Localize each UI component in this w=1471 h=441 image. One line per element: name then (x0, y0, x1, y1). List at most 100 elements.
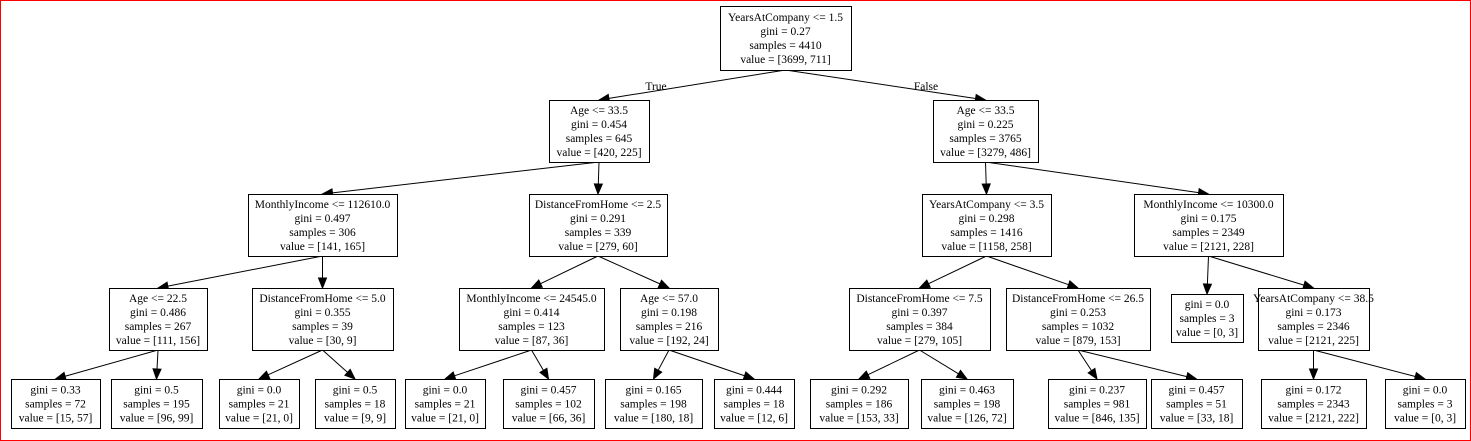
node-box (252, 288, 394, 351)
arrow-head-icon (955, 369, 969, 380)
node-line: gini = 0.497 (294, 213, 350, 225)
node-line: gini = 0.486 (130, 307, 186, 319)
arrow-head-icon (152, 368, 162, 381)
edge-line (1208, 255, 1305, 286)
node-line: value = [879, 153] (1035, 335, 1120, 347)
arrow-head-icon (1087, 367, 1098, 381)
node-line: gini = 0.457 (1168, 385, 1224, 397)
node-line: samples = 306 (289, 227, 356, 239)
node-box (1261, 379, 1367, 429)
edge-line (785, 69, 976, 100)
node-line: MonthlyIncome <= 24545.0 (466, 293, 596, 305)
node-line: samples = 198 (620, 399, 687, 411)
node-line: gini = 0.172 (1285, 385, 1341, 397)
edge-line (597, 255, 661, 285)
edge-line (668, 349, 745, 377)
node-line: gini = 0.457 (520, 385, 576, 397)
node-line: samples = 123 (498, 321, 565, 333)
node-line: samples = 39 (292, 321, 353, 333)
arrow-head-icon (652, 367, 663, 381)
node-box (849, 288, 991, 351)
node-line: value = [111, 156] (116, 335, 200, 347)
node-line: gini = 0.0 (423, 385, 468, 397)
arrow-head-icon (1066, 280, 1080, 290)
node-line: YearsAtCompany <= 38.5 (1253, 293, 1374, 305)
arrow-head-icon (1202, 283, 1213, 296)
node-box (1048, 379, 1147, 429)
node-line: gini = 0.33 (30, 385, 81, 397)
node-line: value = [9, 9] (324, 413, 386, 425)
edge-line (1206, 255, 1209, 285)
arrow-head-icon (257, 370, 271, 380)
arrow-head-icon (593, 183, 604, 196)
node-box (219, 379, 300, 429)
arrow-head-icon (54, 371, 67, 381)
edge-line (1313, 349, 1416, 377)
node-line: value = [180, 18] (614, 413, 693, 425)
node-line: gini = 0.5 (333, 385, 378, 397)
node-line: gini = 0.444 (726, 385, 782, 397)
edge-line (985, 161, 987, 185)
edge-line (267, 349, 323, 376)
edge-line (156, 349, 159, 370)
node-line: samples = 2349 (1172, 227, 1245, 239)
node-line: value = [15, 57] (19, 413, 93, 425)
true-branch-label: True (645, 81, 666, 93)
node-box (1151, 379, 1243, 429)
node-line: value = [126, 72] (927, 413, 1006, 425)
edge-line (657, 349, 670, 371)
node-line: samples = 339 (565, 227, 632, 239)
edge-line (322, 349, 348, 373)
node-line: gini = 0.165 (625, 385, 681, 397)
node-line: MonthlyIncome <= 10300.0 (1143, 199, 1273, 211)
node-line: gini = 0.454 (571, 119, 627, 131)
edge-line (1077, 349, 1092, 371)
arrow-head-icon (530, 279, 544, 289)
node-line: gini = 0.198 (641, 307, 697, 319)
node-line: samples = 3 (1179, 313, 1234, 325)
arrow-head-icon (857, 370, 871, 380)
edge-line (608, 69, 786, 99)
node-box (503, 379, 595, 429)
edge-line (928, 255, 987, 285)
node-line: gini = 0.253 (1050, 307, 1106, 319)
node-box (714, 379, 795, 429)
node-line: samples = 21 (415, 399, 476, 411)
node-line: samples = 645 (566, 133, 633, 145)
node-line: value = [279, 60] (558, 241, 637, 253)
edge-line (867, 349, 920, 376)
leaf-node: gini = 0.165 samples = 198 value = [180, 1… (605, 379, 703, 429)
node-line: gini = 0.291 (570, 213, 626, 225)
node-line: gini = 0.5 (134, 385, 179, 397)
node-box (933, 100, 1039, 163)
node-line: gini = 0.397 (891, 307, 947, 319)
split-node: DistanceFromHome <= 2.5 gini = 0.291 sampl… (529, 194, 668, 257)
node-box (1258, 288, 1370, 351)
node-line: DistanceFromHome <= 2.5 (535, 199, 662, 211)
node-box (405, 379, 486, 429)
node-line: value = [2121, 228] (1163, 241, 1254, 253)
node-line: Age <= 57.0 (640, 293, 698, 305)
node-line: gini = 0.173 (1285, 307, 1341, 319)
node-line: samples = 195 (123, 399, 190, 411)
node-line: value = [0, 3] (1394, 413, 1456, 425)
node-box (1171, 294, 1244, 343)
edge-line (985, 161, 1199, 194)
node-box (315, 379, 396, 429)
node-line: value = [66, 36] (512, 413, 586, 425)
node-line: value = [141, 165] (280, 241, 365, 253)
